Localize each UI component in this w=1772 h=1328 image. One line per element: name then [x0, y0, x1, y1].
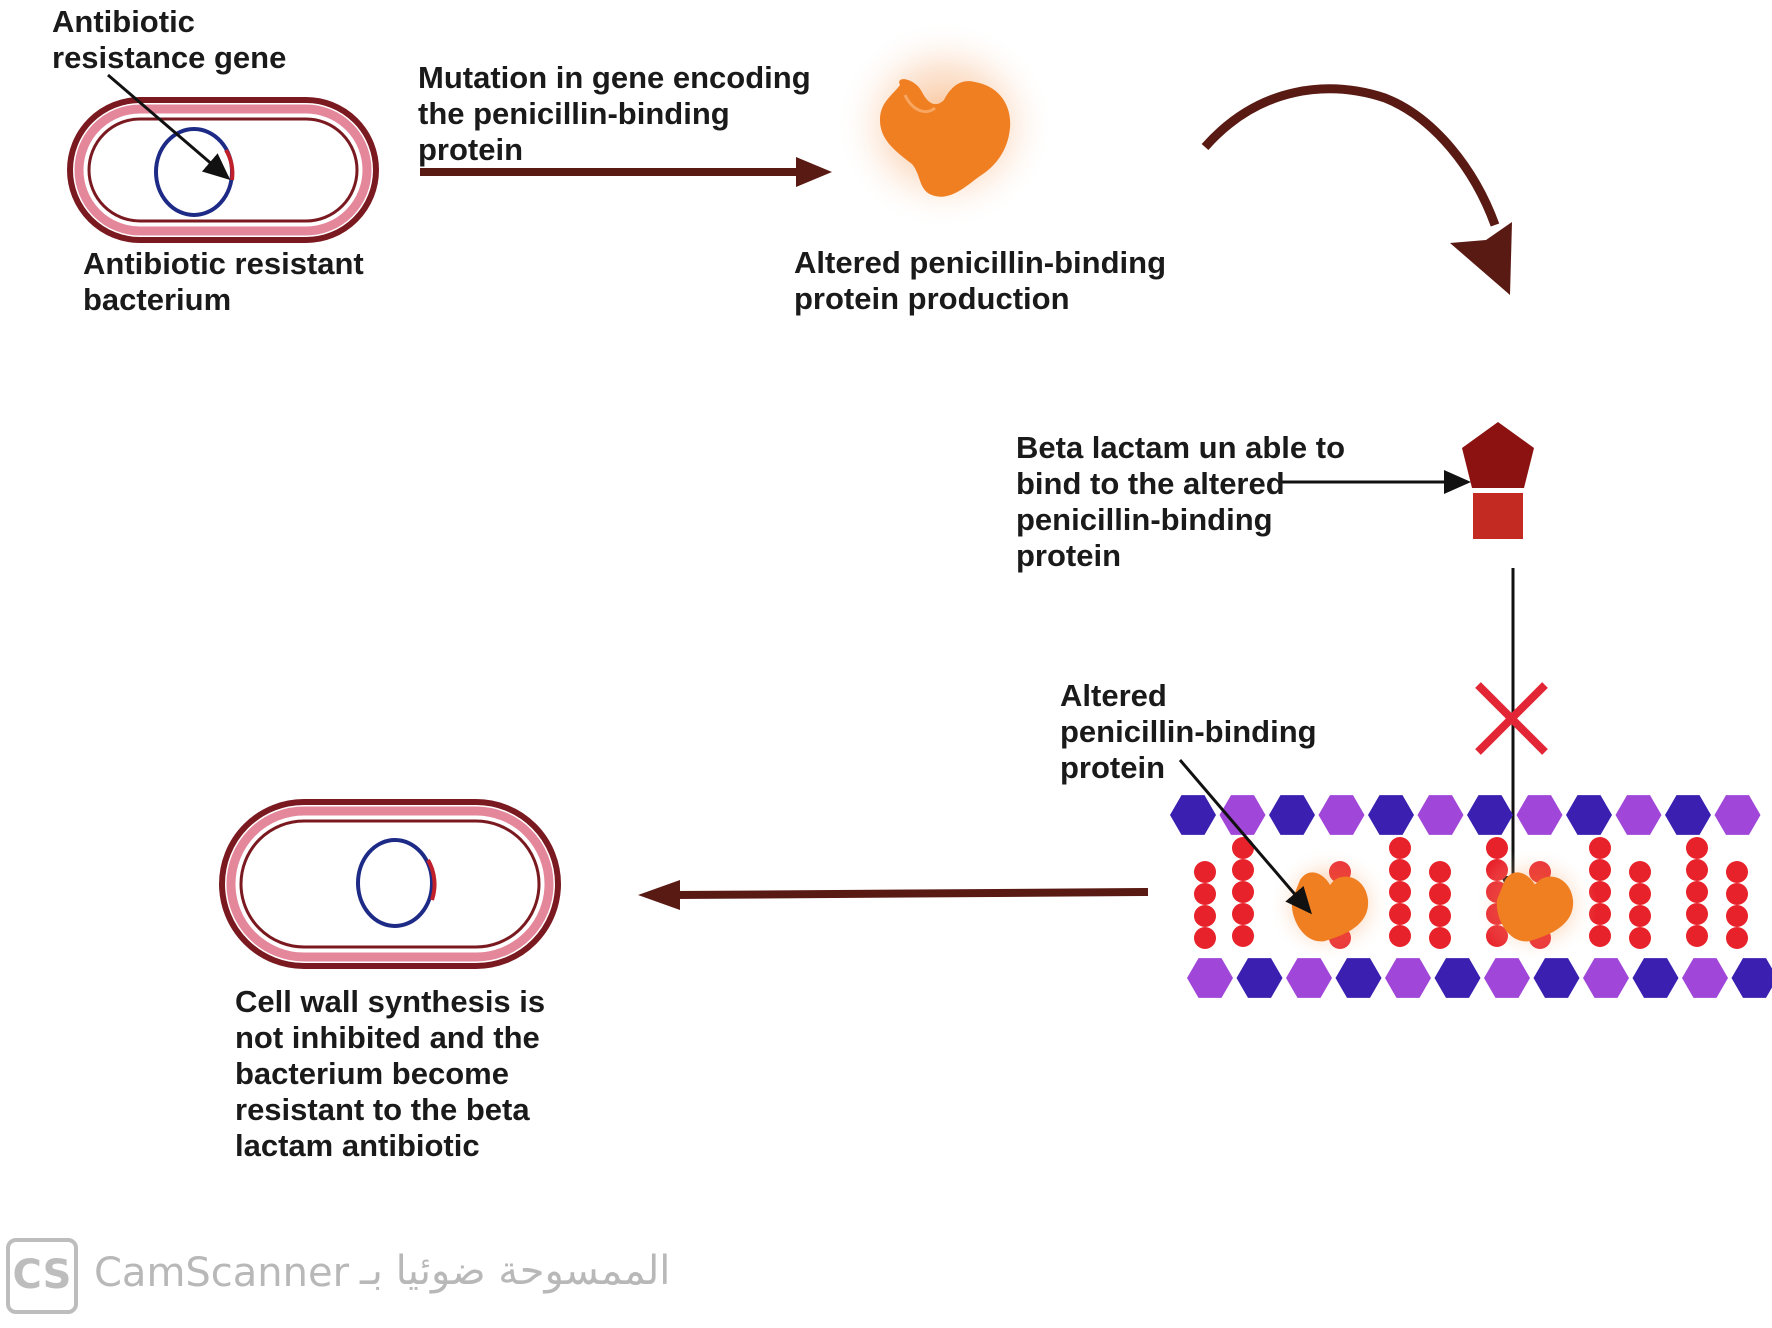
sugar-unit — [1219, 795, 1266, 835]
sugar-unit — [1632, 958, 1679, 998]
sugar-unit — [1615, 795, 1662, 835]
peptide-bead — [1486, 837, 1508, 859]
cell-wall-result-label: Cell wall synthesis is not inhibited and… — [235, 984, 546, 1163]
bacterium-cell-icon — [67, 97, 379, 243]
curved-arrow — [1201, 84, 1512, 295]
peptidoglycan-wall-icon — [1170, 795, 1772, 998]
sugar-unit — [1682, 958, 1728, 998]
altered-protein-icon — [835, 20, 1055, 230]
sugar-unit — [1368, 795, 1414, 835]
peptide-bead — [1726, 883, 1748, 905]
peptide-bead — [1194, 883, 1216, 905]
peptide-bead — [1686, 837, 1708, 859]
sugar-unit — [1566, 795, 1612, 835]
peptide-bead — [1686, 925, 1708, 947]
sugar-unit — [1236, 958, 1283, 998]
bacterium-cell-icon — [219, 799, 561, 969]
peptide-bead — [1629, 861, 1651, 883]
sugar-unit — [1467, 795, 1513, 835]
beta-lactam-icon — [1462, 422, 1534, 539]
sugar-unit — [1533, 958, 1580, 998]
sugar-unit — [1417, 795, 1464, 835]
peptide-bead — [1194, 905, 1216, 927]
camscanner-brand: CamScanner — [94, 1250, 350, 1296]
peptide-bead — [1686, 881, 1708, 903]
blocked-cross-icon — [1475, 682, 1548, 755]
sugar-unit — [1269, 795, 1315, 835]
sugar-unit — [1714, 795, 1761, 835]
peptide-bead — [1686, 903, 1708, 925]
sugar-unit — [1583, 958, 1629, 998]
resistant-bacterium-label: Antibiotic resistant bacterium — [83, 246, 364, 317]
peptide-bead — [1589, 925, 1611, 947]
camscanner-logo: CS — [6, 1238, 78, 1314]
peptide-bead — [1232, 837, 1254, 859]
peptide-bead — [1429, 905, 1451, 927]
sugar-unit — [1335, 958, 1382, 998]
camscanner-arabic: الممسوحة ضوئيا بـ — [360, 1248, 671, 1294]
altered-pbp-label: Altered penicillin-binding protein — [1060, 678, 1317, 785]
peptide-bead — [1194, 861, 1216, 883]
sugar-unit — [1516, 795, 1563, 835]
mutation-arrow — [420, 157, 832, 187]
plasmid-ring-icon — [356, 838, 434, 928]
peptide-bead — [1629, 905, 1651, 927]
sugar-unit — [1318, 795, 1365, 835]
sugar-unit — [1170, 795, 1216, 835]
peptide-bead — [1232, 925, 1254, 947]
sugar-unit — [1484, 958, 1530, 998]
altered-pbp-pointer — [1178, 759, 1312, 915]
sugar-unit — [1434, 958, 1481, 998]
peptide-bead — [1389, 859, 1411, 881]
peptide-bead — [1429, 861, 1451, 883]
peptide-bead — [1726, 927, 1748, 949]
sugar-unit — [1286, 958, 1332, 998]
peptide-bead — [1194, 927, 1216, 949]
altered-production-label: Altered penicillin-binding protein produ… — [794, 245, 1166, 316]
beta-lactam-unable-label: Beta lactam un able to bind to the alter… — [1016, 430, 1346, 573]
peptide-bead — [1429, 883, 1451, 905]
peptide-bead — [1389, 903, 1411, 925]
peptide-bead — [1232, 881, 1254, 903]
peptide-bead — [1232, 859, 1254, 881]
result-arrow — [638, 880, 1149, 910]
gene-pointer-arrow — [107, 73, 231, 180]
altered-protein-icon — [1496, 872, 1574, 942]
peptide-bead — [1629, 927, 1651, 949]
mutation-label: Mutation in gene encoding the penicillin… — [418, 60, 811, 167]
peptide-bead — [1589, 859, 1611, 881]
peptide-bead — [1232, 903, 1254, 925]
peptide-bead — [1589, 837, 1611, 859]
sugar-unit — [1187, 958, 1233, 998]
peptide-bead — [1389, 881, 1411, 903]
peptide-bead — [1389, 925, 1411, 947]
peptide-bead — [1686, 859, 1708, 881]
sugar-unit — [1385, 958, 1431, 998]
peptide-bead — [1429, 927, 1451, 949]
peptide-bead — [1629, 883, 1651, 905]
peptide-bead — [1389, 837, 1411, 859]
sugar-unit — [1665, 795, 1711, 835]
peptide-bead — [1726, 905, 1748, 927]
resistance-gene-label: Antibiotic resistance gene — [52, 4, 287, 75]
sugar-unit — [1731, 958, 1772, 998]
peptide-bead — [1726, 861, 1748, 883]
